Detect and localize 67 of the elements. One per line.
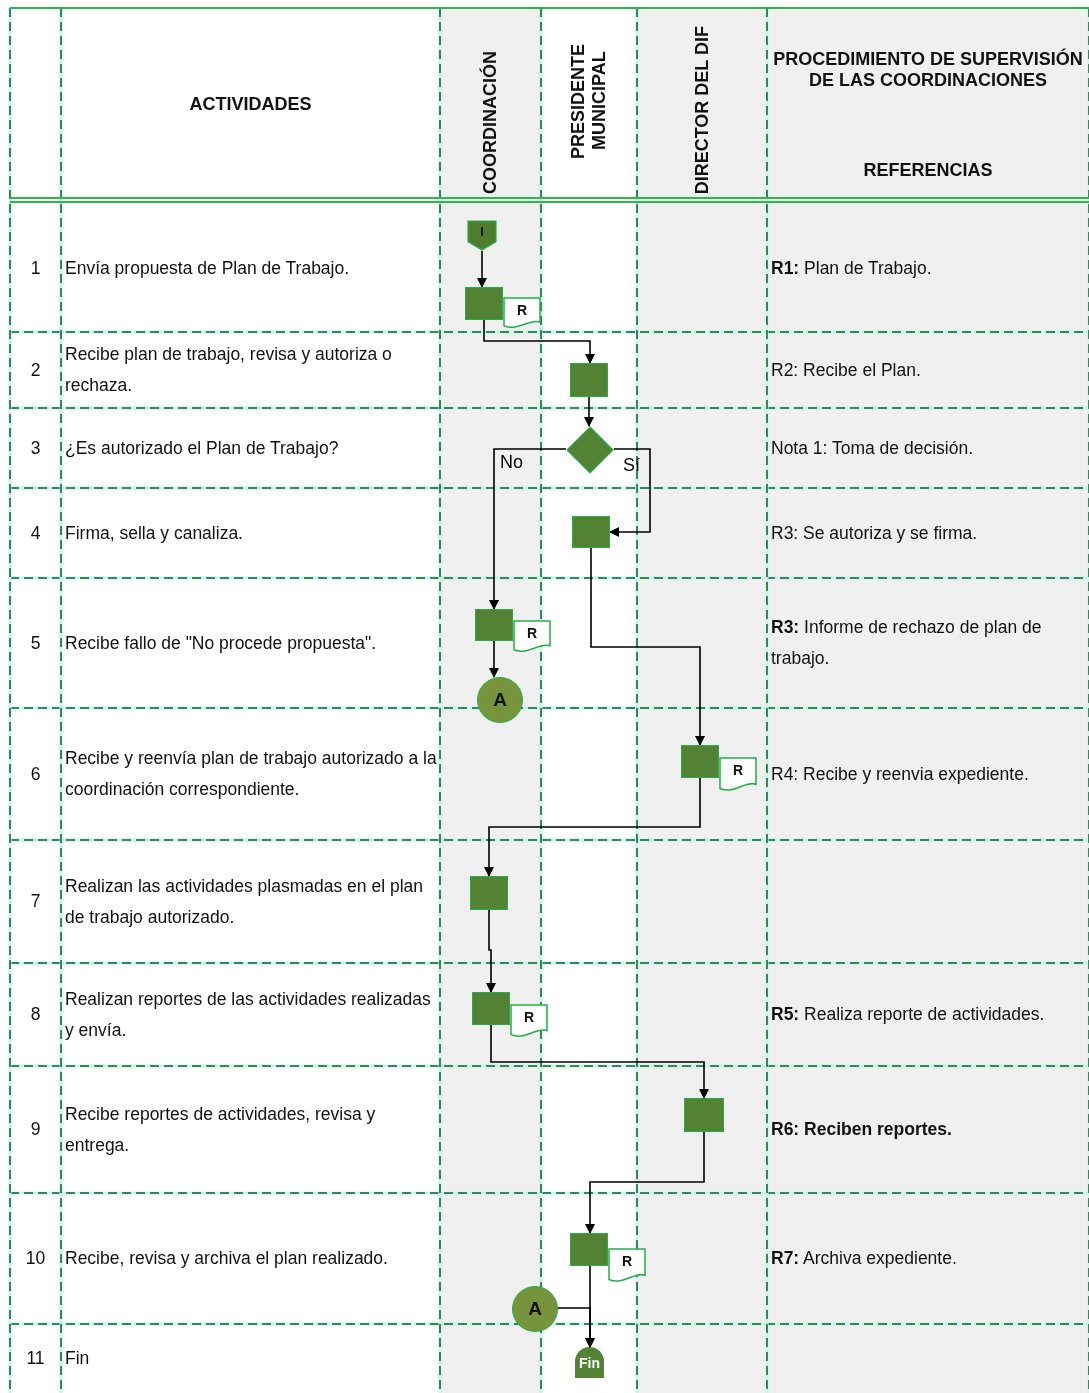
reference-text: R3: Informe de rechazo de plan de trabajo. xyxy=(771,616,1043,670)
edge-label: No xyxy=(500,452,523,473)
column-header: REFERENCIAS xyxy=(863,159,993,181)
end-terminator: Fin xyxy=(575,1347,604,1378)
row-number: 6 xyxy=(30,763,41,785)
arrow xyxy=(490,1024,709,1099)
row-number: 8 xyxy=(30,1004,41,1025)
arrow xyxy=(477,250,487,288)
reference-text: R4: Recibe y reenvia expediente. xyxy=(771,762,1029,786)
reference-text: Nota 1: Toma de decisión. xyxy=(771,436,974,460)
row-number: 11 xyxy=(26,1348,45,1369)
activity-text: Recibe reportes de actividades, revisa y entrega. xyxy=(65,1102,377,1157)
edge-label: Sí xyxy=(623,455,640,476)
arrow xyxy=(486,909,496,993)
activity-text: Recibe, revisa y archiva el plan realizado. xyxy=(65,1247,388,1270)
document-shape: R xyxy=(513,620,551,653)
arrow xyxy=(585,1131,705,1234)
process-box xyxy=(465,287,503,320)
column-header: ACTIVIDADES xyxy=(189,93,312,115)
lane-header: PRESIDENTE MUNICIPAL xyxy=(568,42,610,161)
row-number: 4 xyxy=(30,522,41,544)
process-box xyxy=(570,363,608,397)
activity-text: Envía propuesta de Plan de Trabajo. xyxy=(65,257,350,280)
arrow xyxy=(584,396,594,427)
arrow xyxy=(489,448,567,610)
arrow xyxy=(483,319,595,364)
document-shape: R xyxy=(608,1248,646,1283)
decision-diamond xyxy=(566,426,614,474)
process-box xyxy=(570,1233,608,1266)
activity-text: Realizan reportes de las actividades realizadas y envía. xyxy=(65,987,432,1042)
process-box xyxy=(475,609,513,641)
row-number: 1 xyxy=(30,258,41,279)
row-number: 2 xyxy=(30,359,41,381)
arrow xyxy=(489,640,499,678)
lane-header: COORDINACIÓN xyxy=(480,51,501,194)
row-number: 10 xyxy=(25,1248,46,1269)
process-box xyxy=(472,992,510,1025)
reference-text: R3: Se autoriza y se firma. xyxy=(771,521,978,545)
reference-text: R7: Archiva expediente. xyxy=(771,1247,957,1270)
reference-text: R5: Realiza reporte de actividades. xyxy=(771,1003,1045,1026)
activity-text: Realizan las actividades plasmadas en el plan de trabajo autorizado. xyxy=(65,874,424,929)
process-box xyxy=(681,745,719,778)
process-box xyxy=(470,876,508,910)
row-number: 9 xyxy=(30,1119,41,1140)
arrow xyxy=(609,448,651,537)
reference-text: R2: Recibe el Plan. xyxy=(771,358,921,382)
arrow xyxy=(590,547,705,746)
activity-text: Firma, sella y canaliza. xyxy=(65,521,243,545)
process-box xyxy=(684,1098,724,1132)
row-number: 3 xyxy=(30,437,41,459)
activity-text: Fin xyxy=(65,1347,90,1370)
arrow xyxy=(557,1307,595,1348)
document-shape: R xyxy=(503,297,541,329)
activity-text: Recibe plan de trabajo, revisa y autoriza o rechaza. xyxy=(65,343,393,397)
document-shape: R xyxy=(719,757,757,792)
lane-header: DIRECTOR DEL DIF xyxy=(691,25,713,194)
table-title: PROCEDIMIENTO DE SUPERVISIÓN DE LAS COORDINACIONES xyxy=(772,49,1084,91)
activity-text: Recibe fallo de "No procede propuesta". xyxy=(65,631,377,655)
activity-text: ¿Es autorizado el Plan de Trabajo? xyxy=(65,436,339,460)
reference-text: R1: Plan de Trabajo. xyxy=(771,257,932,280)
document-shape: R xyxy=(510,1004,548,1038)
reference-text: R6: Reciben reportes. xyxy=(771,1118,952,1141)
arrow xyxy=(484,777,701,877)
activity-text: Recibe y reenvía plan de trabajo autorizado a la coordinación correspondiente. xyxy=(65,747,438,801)
process-box xyxy=(572,516,610,548)
row-number: 5 xyxy=(30,632,41,654)
row-number: 7 xyxy=(30,891,41,912)
